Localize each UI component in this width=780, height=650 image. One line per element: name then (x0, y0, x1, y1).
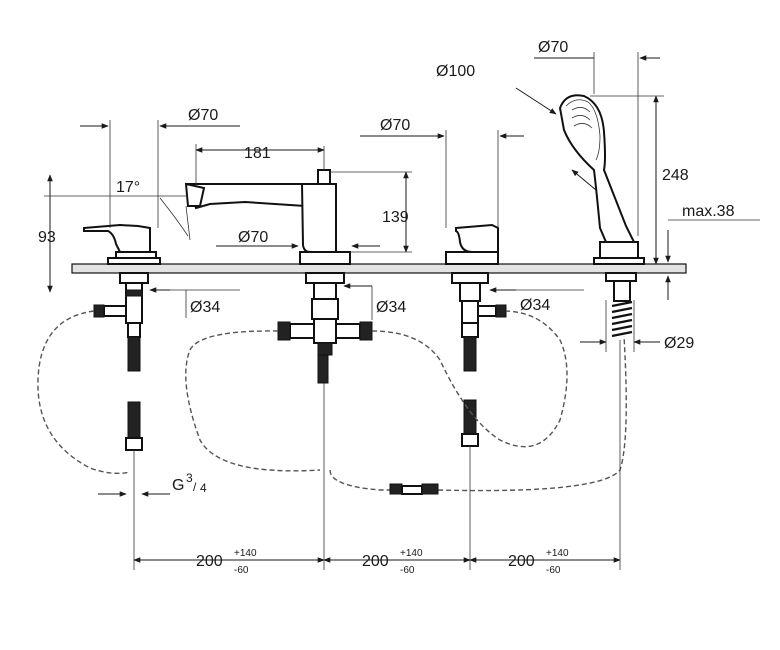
dim-spacing-1: 200 +140 -60 (196, 548, 257, 576)
dim-spacing-2: 200 +140 -60 (362, 548, 423, 576)
svg-text:4: 4 (200, 481, 207, 495)
dimension-labels: 93 17° 181 Ø70 139 Ø70 Ø70 Ø100 Ø70 248 … (38, 39, 735, 576)
dim-hole-right: Ø34 (520, 297, 550, 314)
dim-connection-thread: G 3 / 4 (172, 471, 207, 495)
dim-handle-rosette: Ø70 (380, 117, 410, 134)
dim-handshower-rosette: Ø70 (538, 39, 568, 56)
svg-text:200: 200 (508, 553, 535, 570)
deck-plate (71, 263, 687, 274)
dim-spout-body-height: 139 (382, 209, 409, 226)
dim-max-deck: max.38 (682, 203, 735, 220)
dim-handshower-height: 248 (662, 167, 689, 184)
dim-spout-rosette-top: Ø70 (188, 107, 218, 124)
svg-text:+140: +140 (400, 548, 423, 559)
svg-text:/: / (193, 480, 197, 494)
svg-text:+140: +140 (234, 548, 257, 559)
dim-spacing-3: 200 +140 -60 (508, 548, 569, 576)
svg-text:200: 200 (362, 553, 389, 570)
svg-text:200: 200 (196, 553, 223, 570)
svg-text:G: G (172, 477, 184, 494)
hoses (37, 310, 627, 495)
dim-spout-reach: 181 (244, 145, 271, 162)
bath-spout (184, 169, 373, 384)
svg-text:-60: -60 (400, 565, 415, 576)
dim-handshower-diameter: Ø100 (436, 63, 475, 80)
center-lines (133, 146, 621, 570)
dimension-lines (44, 52, 760, 563)
svg-text:-60: -60 (234, 565, 249, 576)
left-handle-valve (83, 223, 161, 451)
svg-text:-60: -60 (546, 565, 561, 576)
dim-hose-hole: Ø29 (664, 335, 694, 352)
dim-spout-angle: 17° (116, 179, 140, 196)
right-handle-valve (445, 223, 507, 447)
svg-text:3: 3 (186, 471, 193, 485)
dim-spout-height: 93 (38, 229, 56, 246)
dim-hole-center: Ø34 (376, 299, 406, 316)
dim-hole-left: Ø34 (190, 299, 220, 316)
dim-spout-rosette: Ø70 (238, 229, 268, 246)
hand-shower (558, 94, 645, 338)
svg-text:+140: +140 (546, 548, 569, 559)
